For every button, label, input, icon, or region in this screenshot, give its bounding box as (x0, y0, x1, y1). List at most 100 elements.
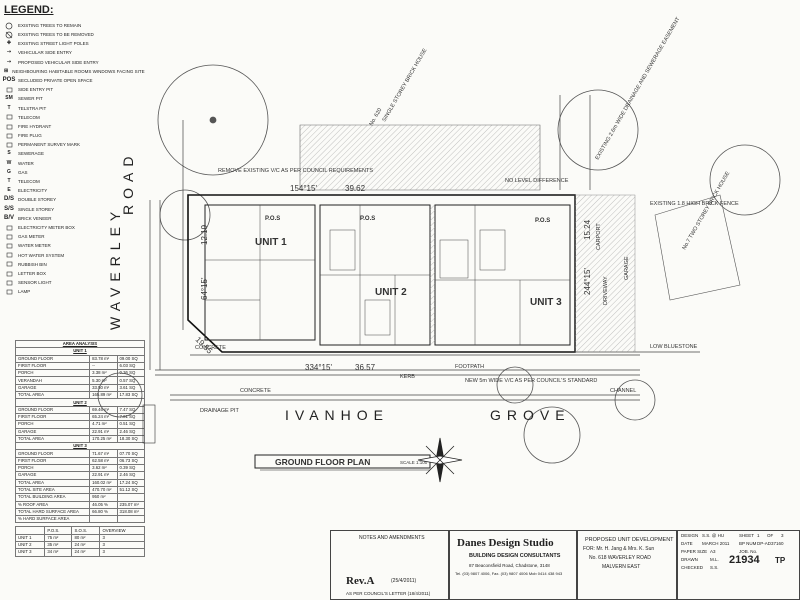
area-analysis-title: AREA ANALYSIS (15, 339, 145, 349)
square-symbol-icon (4, 261, 14, 267)
design-label: DESIGN (681, 533, 699, 538)
legend-item: ✚EXISTING STREET LIGHT POLES (4, 39, 144, 48)
area-table-cell: 17.83 SQ (116, 391, 146, 400)
area-table-cell: 18.30 SQ (116, 434, 146, 444)
letter-symbol-icon: SM (5, 95, 13, 102)
dim-right-length: 15.24 (583, 219, 592, 240)
job-suffix: TP (775, 556, 786, 565)
legend-item: LAMP (4, 287, 144, 296)
firm-address: 87 Beaconsfield Road, Chadstone, 3148 (469, 563, 550, 568)
drainage-pit-label: DRAINAGE PIT (200, 408, 239, 414)
legend-item-label: TELECOM (18, 114, 40, 120)
firm-contact: Tel. (03) 9807 4006, Fax. (03) 9807 4006… (455, 571, 563, 576)
area-table-cell: 3.61 SQ (116, 383, 146, 393)
square-symbol-icon (4, 234, 14, 240)
unit3-footprint (434, 204, 571, 346)
dim-left-bearing: 64°15' (200, 277, 209, 300)
sheet-total: 3 (781, 533, 784, 538)
road-name-ivanhoe: IVANHOE (285, 407, 389, 423)
pos3-label: P.O.S (535, 218, 550, 224)
square-symbol-icon (4, 243, 14, 249)
no-level-difference-label: NO LEVEL DIFFERENCE (505, 178, 569, 184)
neighbour-house-east (654, 194, 741, 301)
road-name-road: ROAD (120, 151, 136, 215)
plan-scale: SCALE 1:100 (400, 460, 428, 465)
carport-label: CARPORT (596, 223, 602, 250)
existing-fence-label: EXISTING 1.8 HIGH BRICK FENCE (650, 201, 739, 207)
legend-item-label: HOT WATER SYSTEM (18, 252, 65, 258)
road-name-grove: GROVE (490, 407, 571, 423)
dim-top-bearing: 154°15' (290, 184, 317, 193)
no620-label: No. 620 (369, 107, 384, 127)
legend-item: SIDE ENTRY PIT (4, 85, 144, 94)
notes-title: NOTES AND AMENDMENTS (359, 535, 425, 541)
square-symbol-icon (4, 124, 14, 130)
legend-item-label: EXISTING TREES TO BE REMOVED (18, 32, 94, 38)
legend-item-label: SIDE ENTRY PIT (18, 87, 54, 93)
sheet-of: OF (767, 533, 774, 538)
square-symbol-icon (4, 289, 14, 295)
legend-item-label: ELECTRICITY METER BOX (18, 224, 75, 230)
drawn-label: DRAWN (681, 557, 698, 562)
area-table-cell: 7.47 SQ (116, 405, 146, 414)
square-symbol-icon (4, 133, 14, 139)
legend-item-label: WATER (18, 160, 34, 166)
driveway-label: DRIVEWAY (603, 276, 609, 305)
tree-south-3 (496, 366, 534, 404)
area-table-unit-row: UNIT 2 (15, 398, 145, 407)
legend-item: ⇢PROPOSED VEHICULAR SIDE ENTRY (4, 58, 144, 67)
easement-label: EXISTING 2.6m WIDE DRAINAGE AND SEWERAGE… (595, 16, 682, 161)
project-cell: PROPOSED UNIT DEVELOPMENT FOR: Mr. H. Ja… (576, 530, 678, 600)
project-title: PROPOSED UNIT DEVELOPMENT (585, 537, 674, 543)
channel-label: CHANNEL (610, 388, 636, 394)
unit1-label: UNIT 1 (255, 237, 287, 248)
legend-item: SENSOR LIGHT (4, 278, 144, 287)
legend-item: PERMANENT SURVEY MARK (4, 140, 144, 149)
legend-item-label: PERMANENT SURVEY MARK (18, 142, 81, 148)
legend-item-label: LETTER BOX (18, 270, 47, 276)
square-symbol-icon (4, 252, 14, 258)
legend-item: WATER METER (4, 242, 144, 251)
area-table-cell: 09.00 SQ (116, 354, 146, 363)
square-symbol-icon (4, 142, 14, 148)
notes-cell: NOTES AND AMENDMENTS Rev.A (25/4/2011) A… (330, 530, 450, 600)
legend-item: ELECTRICITY METER BOX (4, 223, 144, 232)
paper-size-value: A3 (710, 549, 716, 554)
square-symbol-icon (4, 87, 14, 93)
entry-arrow-icon: ⇢ (6, 49, 12, 56)
garage-unit3 (479, 229, 506, 271)
letter-symbol-icon: T (7, 178, 11, 185)
area-table-cell: 17.24 SQ (116, 478, 146, 487)
dim-top-length: 39.62 (345, 184, 366, 193)
legend-item: HOT WATER SYSTEM (4, 251, 144, 260)
area-table-cell: 2.46 SQ (116, 427, 146, 436)
legend-item: ⊞NEIGHBOURING HABITABLE ROOMS WINDOWS FA… (4, 67, 145, 76)
job-no-label: JOB. No. (739, 549, 758, 554)
legend-title: LEGEND: (4, 4, 54, 16)
area-table-cell (116, 493, 146, 502)
unit2-label: UNIT 2 (375, 287, 407, 298)
pos1-label: P.O.S (265, 216, 280, 222)
north-arrow-icon (417, 437, 463, 483)
legend-list: EXISTING TREES TO REMAIN EXISTING TREES T… (3, 21, 145, 297)
legend-item: EXISTING TREES TO REMAIN (4, 21, 144, 30)
tree-southwest (97, 372, 143, 418)
new-vc-note: NEW 5m WIDE V/C AS PER COUNCIL'S STANDAR… (465, 378, 597, 384)
legend-item-label: TELSTRA PIT (18, 105, 47, 111)
